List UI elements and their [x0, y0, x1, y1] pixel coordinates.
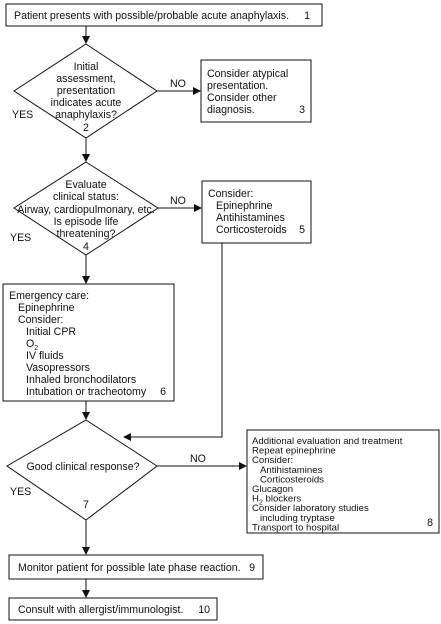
box-6-line-o2: O2	[26, 338, 38, 352]
box-3-line: Consider atypical	[207, 68, 288, 80]
box-6-line: Initial CPR	[26, 326, 76, 338]
box-8-line: Corticosteroids	[260, 474, 324, 485]
box-8-line: Glucagon	[252, 484, 293, 495]
box-6-line: Consider:	[18, 314, 63, 326]
decision-4-line: Evaluate	[65, 179, 106, 191]
box-9	[8, 554, 264, 580]
decision-4-number: 4	[83, 241, 89, 253]
decision-4-line: threatening?	[57, 228, 116, 240]
decision-4-yes-label: YES	[10, 232, 31, 244]
box-6-number: 6	[160, 386, 166, 398]
decision-2-line: assessment,	[56, 73, 115, 85]
decision-2-line: anaphylaxis?	[55, 109, 117, 121]
decision-4-line: clinical status:	[53, 191, 119, 203]
box-9-number: 9	[249, 562, 255, 574]
decision-7-number: 7	[83, 499, 89, 511]
box-6-line: Epinephrine	[18, 302, 75, 314]
box-10	[8, 597, 218, 621]
box-3	[200, 59, 312, 123]
box-8-line: Transport to hospital	[252, 522, 339, 533]
decision-7-no-label: NO	[190, 453, 206, 465]
decision-4-no-label: NO	[170, 195, 186, 207]
box-1	[5, 3, 323, 27]
box-1-text: Patient presents with possible/probable …	[14, 10, 289, 22]
box-8-line: Consider:	[252, 455, 293, 466]
box-6	[2, 283, 175, 402]
box-1-number: 1	[304, 10, 310, 22]
box-6-line: Vasopressors	[26, 362, 90, 374]
box-8-line: Additional evaluation and treatment	[252, 436, 403, 447]
box-6-line: Emergency care:	[9, 290, 89, 302]
box-3-line: diagnosis.	[207, 104, 255, 116]
arrow-5-7	[123, 243, 223, 441]
decision-4-line: Airway, cardiopulmonary, etc.	[17, 204, 154, 216]
decision-2-number: 2	[83, 122, 89, 134]
decision-2-no-label: NO	[170, 78, 186, 90]
box-8-line: including tryptase	[260, 513, 335, 524]
box-8-line-h2: H2 blockers	[252, 494, 301, 507]
box-8-line: Antihistamines	[260, 465, 323, 476]
box-3-line: Consider other	[207, 92, 277, 104]
box-5-line: Epinephrine	[216, 200, 273, 212]
decision-2-yes-label: YES	[12, 109, 33, 121]
box-5	[201, 180, 312, 244]
box-10-text: Consult with allergist/immunologist.	[18, 604, 183, 616]
box-3-number: 3	[299, 104, 305, 116]
box-5-line: Antihistamines	[216, 212, 285, 224]
box-8-line: Repeat epinephrine	[252, 446, 336, 457]
box-10-number: 10	[198, 604, 210, 616]
box-5-number: 5	[299, 224, 305, 236]
box-6-line: Intubation or tracheotomy	[26, 386, 147, 398]
box-8	[246, 429, 440, 534]
box-5-line: Corticosteroids	[216, 224, 287, 236]
box-9-text: Monitor patient for possible late phase …	[18, 562, 241, 574]
box-8-line: Consider laboratory studies	[252, 503, 369, 514]
decision-2-line: Initial	[74, 61, 99, 73]
decision-2-line: indicates acute	[51, 97, 122, 109]
box-6-line: IV fluids	[26, 350, 64, 362]
box-8-number: 8	[427, 517, 433, 529]
box-6-line: Inhaled bronchodilators	[26, 374, 136, 386]
decision-7-text: Good clinical response?	[26, 461, 139, 473]
decision-2-line: presentation	[57, 85, 115, 97]
decision-4-line: Is episode life	[54, 216, 119, 228]
box-3-line: presentation.	[207, 80, 268, 92]
decision-7-yes-label: YES	[10, 486, 31, 498]
box-5-line: Consider:	[208, 188, 253, 200]
